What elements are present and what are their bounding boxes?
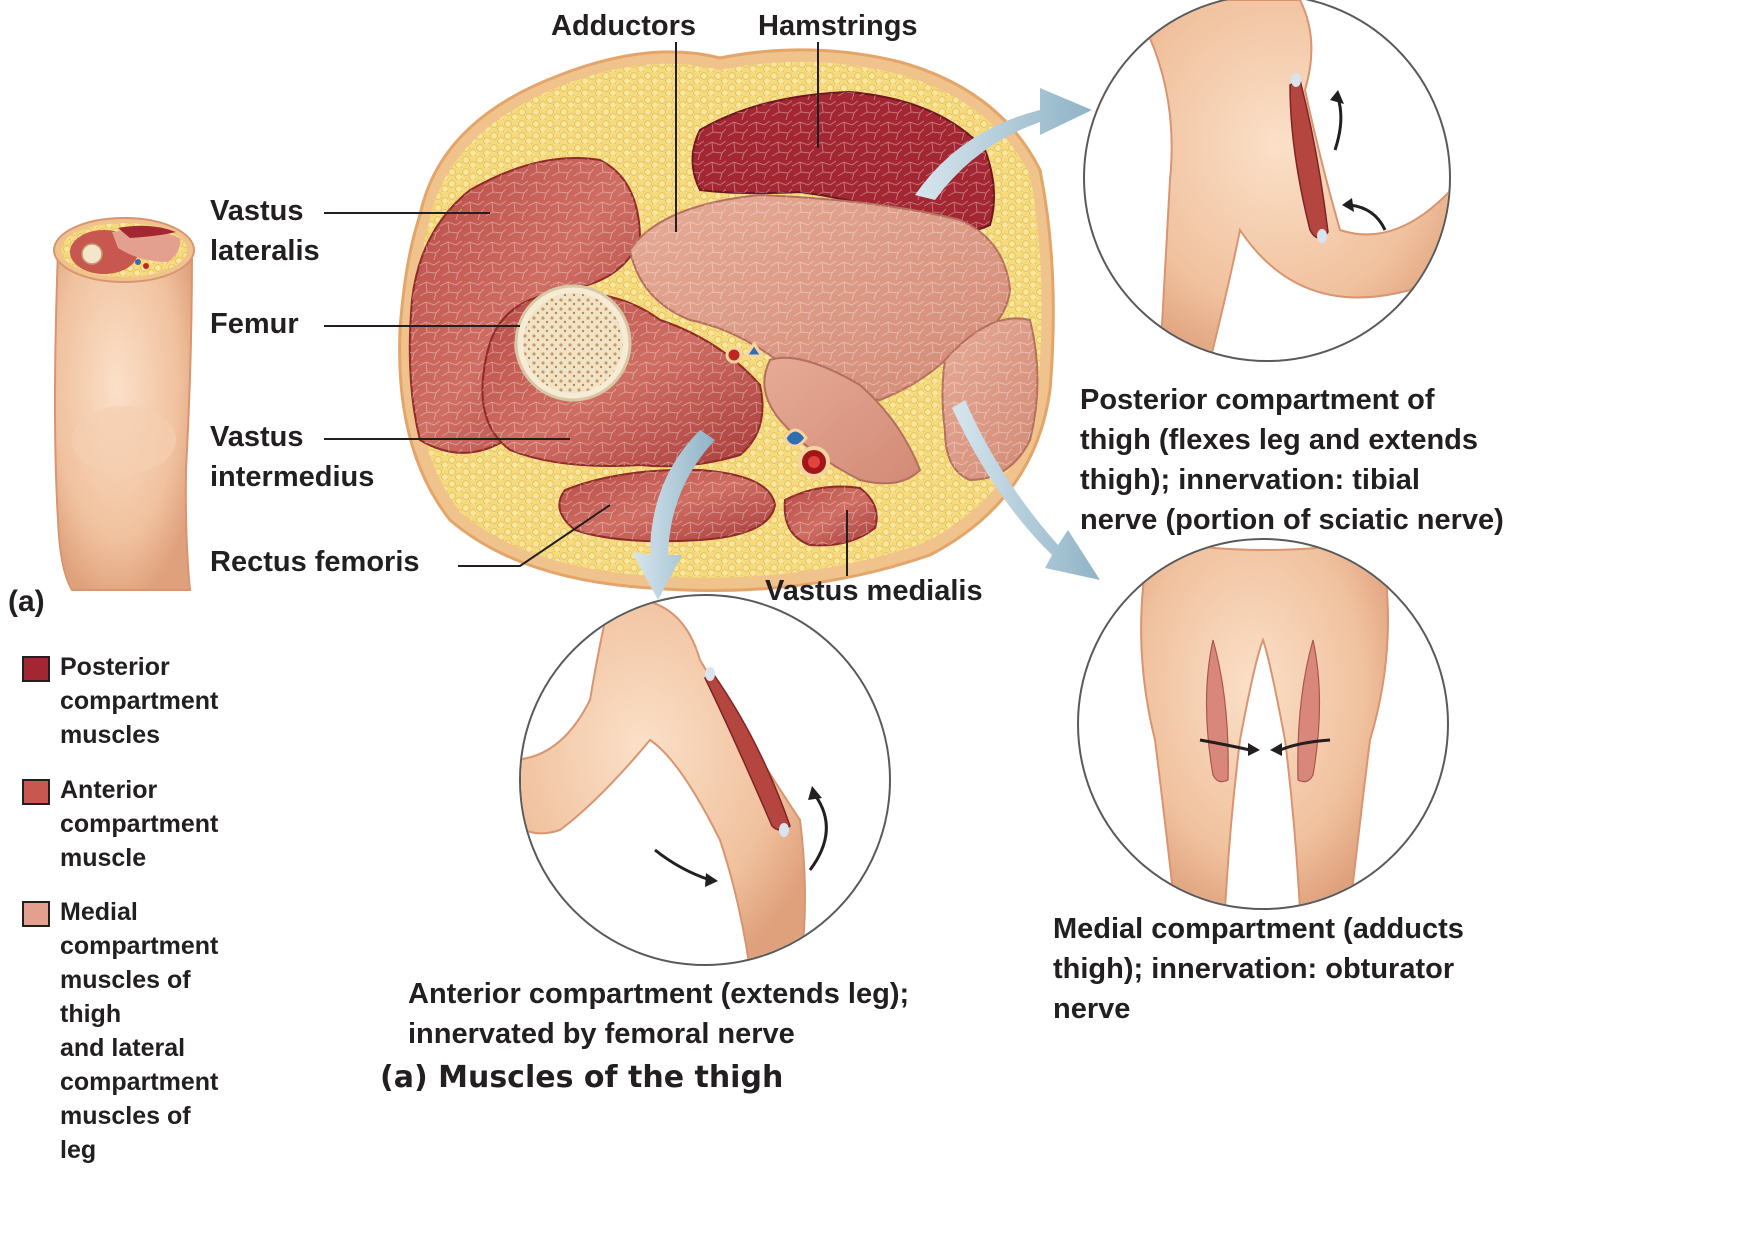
panel-letter: (a) (8, 582, 45, 622)
label-vastus-intermedius: Vastus intermedius (210, 417, 374, 497)
label-vastus-lateralis: Vastus lateralis (210, 191, 320, 271)
medial-compartment-description: Medial compartment (adducts thigh); inne… (1053, 909, 1464, 1029)
posterior-compartment-figure (1084, 0, 1460, 361)
legend-swatch-posterior (22, 656, 50, 682)
thigh-muscles-diagram: Adductors Hamstrings Vastus lateralis Fe… (0, 0, 1566, 1100)
label-femur: Femur (210, 304, 299, 344)
label-adductors: Adductors (551, 6, 696, 46)
legend-label-medial: Medial compartment muscles of thigh and … (60, 895, 218, 1167)
leg-cross-section-thumbnail (54, 218, 194, 590)
legend-label-anterior: Anterior compartment muscle (60, 773, 218, 875)
thigh-cross-section (400, 50, 1054, 591)
figure-caption: (a) Muscles of the thigh (380, 1058, 783, 1098)
label-rectus-femoris: Rectus femoris (210, 542, 420, 582)
anterior-compartment-description: Anterior compartment (extends leg); inne… (408, 974, 909, 1054)
posterior-compartment-description: Posterior compartment of thigh (flexes l… (1080, 380, 1504, 540)
vastus-medialis-muscle (785, 487, 877, 546)
label-hamstrings: Hamstrings (758, 6, 918, 46)
anterior-compartment-figure (510, 595, 890, 970)
femur-bone (516, 286, 630, 400)
medial-compartment-figure (1078, 539, 1448, 910)
legend-label-posterior: Posterior compartment muscles (60, 650, 218, 752)
legend-swatch-medial (22, 901, 50, 927)
label-vastus-medialis: Vastus medialis (765, 571, 983, 611)
legend-swatch-anterior (22, 779, 50, 805)
